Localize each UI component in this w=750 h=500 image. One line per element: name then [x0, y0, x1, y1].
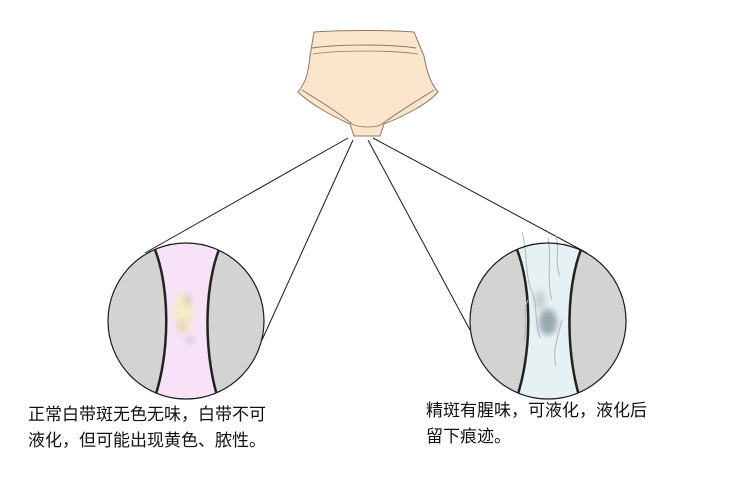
panel-right-border — [469, 242, 627, 400]
underwear-illustration — [297, 30, 439, 137]
caption-right: 精斑有腥味，可液化，液化后 留下痕迹。 — [426, 398, 726, 450]
thigh-edge-right — [568, 243, 590, 399]
thigh-edge-left — [508, 243, 530, 399]
panel-left-border — [107, 242, 265, 400]
leg-opening-left — [301, 89, 353, 125]
caption-left-line-2: 液化，但可能出现黄色、脓性。 — [28, 431, 266, 451]
caption-left-line-1: 正常白带斑无色无味，白带不可 — [28, 405, 266, 425]
connector-right-outer — [372, 137, 588, 254]
waistband-line — [311, 44, 417, 49]
caption-right-line-2: 留下痕迹。 — [426, 427, 511, 447]
connector-lines — [144, 137, 588, 341]
leg-opening-right — [381, 89, 435, 125]
waistband-line-2 — [312, 50, 419, 55]
connector-left-outer — [144, 137, 349, 254]
underwear-body — [297, 30, 439, 137]
thigh-edge-left — [146, 243, 168, 399]
semen-stain — [534, 290, 557, 335]
caption-right-line-1: 精斑有腥味，可液化，液化后 — [426, 401, 647, 421]
caption-left: 正常白带斑无色无味，白带不可 液化，但可能出现黄色、脓性。 — [28, 402, 348, 454]
stray-hairs — [521, 231, 563, 367]
thigh-edge-right — [206, 243, 228, 399]
crotch-gusset — [351, 123, 383, 128]
discharge-stain — [174, 292, 195, 344]
magnified-panel-right — [469, 231, 627, 400]
connector-right-inner — [367, 139, 471, 331]
magnified-panel-left — [107, 242, 265, 400]
connector-left-inner — [261, 139, 354, 341]
